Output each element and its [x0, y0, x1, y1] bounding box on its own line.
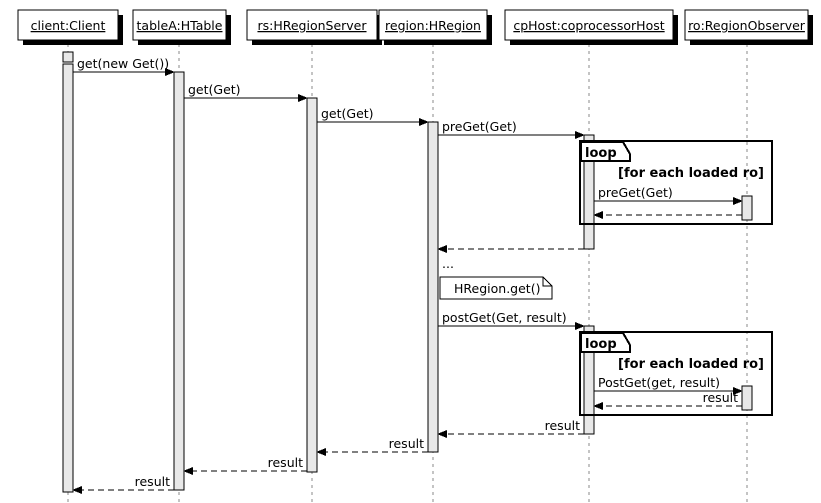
participant-region[interactable]: region:HRegion: [378, 9, 492, 45]
message-m12: result: [316, 436, 428, 456]
participants-group: client:Client tableA:HTable rs:HRegionServ…: [17, 9, 813, 45]
message-label: preGet(Get): [598, 185, 673, 200]
message-label: preGet(Get): [442, 119, 517, 134]
message-label: result: [703, 390, 738, 405]
activation-bar-cpHost: [583, 134, 595, 250]
activation-bar-tableA: [173, 71, 185, 491]
message-label: PostGet(get, result): [598, 375, 720, 390]
participant-label: ro:RegionObserver: [688, 18, 806, 33]
fragment-loop-loop2: loop[for each loaded ro]: [579, 331, 773, 416]
fragment-border: [579, 140, 773, 225]
participant-label: rs:HRegionServer: [257, 18, 367, 33]
annotations-group: ...: [442, 256, 454, 271]
fragment-border: [579, 331, 773, 416]
notes-group: HRegion.get(): [439, 276, 553, 300]
message-m13: result: [183, 455, 307, 475]
message-m11: result: [437, 418, 584, 438]
annotation-ellipsis1: ...: [442, 256, 454, 271]
participant-client[interactable]: client:Client: [17, 9, 123, 45]
fragment-guard: [for each loaded ro]: [618, 166, 764, 181]
note-body: [439, 276, 553, 300]
participant-tableA[interactable]: tableA:HTable: [132, 9, 231, 45]
participant-box: [684, 9, 809, 41]
participant-label: region:HRegion: [385, 18, 481, 33]
message-m10: result: [593, 390, 742, 410]
note-note1: HRegion.get(): [439, 276, 553, 300]
fragment-tab: [580, 332, 631, 353]
participant-label: tableA:HTable: [137, 18, 223, 33]
note-fold: [542, 277, 552, 287]
participant-rs[interactable]: rs:HRegionServer: [246, 9, 382, 45]
message-m14: result: [72, 474, 174, 494]
participant-cpHost[interactable]: cpHost:coprocessorHost: [504, 9, 678, 45]
activation-bar-cpHost: [583, 325, 595, 435]
messages-group: get(new Get()) get(Get) get(Get) preGet(Get…: [72, 56, 743, 494]
participant-ro[interactable]: ro:RegionObserver: [684, 9, 813, 45]
message-m4: preGet(Get): [438, 119, 585, 139]
message-label: result: [268, 455, 303, 470]
message-label: result: [135, 474, 170, 489]
message-label: get(new Get()): [77, 56, 169, 71]
activations-group: [62, 51, 753, 493]
participant-box: [504, 9, 674, 41]
participant-box: [17, 9, 119, 41]
fragments-group: loop[for each loaded ro]loop[for each lo…: [579, 140, 773, 416]
message-label: get(Get): [321, 106, 374, 121]
note-label: HRegion.get(): [454, 281, 540, 296]
activation-bar-rs: [306, 97, 318, 473]
fragment-tab: [580, 141, 631, 162]
fragment-loop-loop1: loop[for each loaded ro]: [579, 140, 773, 225]
activation-bar-client: [62, 51, 74, 63]
message-m5: preGet(Get): [594, 185, 743, 205]
message-label: result: [389, 436, 424, 451]
message-label: postGet(Get, result): [442, 310, 567, 325]
participant-label: cpHost:coprocessorHost: [513, 18, 664, 33]
message-m9: PostGet(get, result): [594, 375, 743, 395]
activation-bar-ro: [741, 385, 753, 411]
message-label: get(Get): [188, 82, 241, 97]
participant-box: [378, 9, 488, 41]
message-label: result: [545, 418, 580, 433]
fragment-guard: [for each loaded ro]: [618, 357, 764, 372]
participant-box: [246, 9, 378, 41]
message-m8: postGet(Get, result): [438, 310, 585, 330]
message-m2: get(Get): [184, 82, 308, 102]
participant-label: client:Client: [31, 18, 106, 33]
participant-box: [132, 9, 227, 41]
activation-bar-region: [427, 121, 439, 453]
activation-bar-client: [62, 63, 74, 493]
fragment-keyword: loop: [585, 146, 617, 161]
activation-bar-ro: [741, 195, 753, 221]
message-m1: get(new Get()): [73, 56, 175, 76]
fragment-keyword: loop: [585, 337, 617, 352]
message-m3: get(Get): [317, 106, 429, 126]
